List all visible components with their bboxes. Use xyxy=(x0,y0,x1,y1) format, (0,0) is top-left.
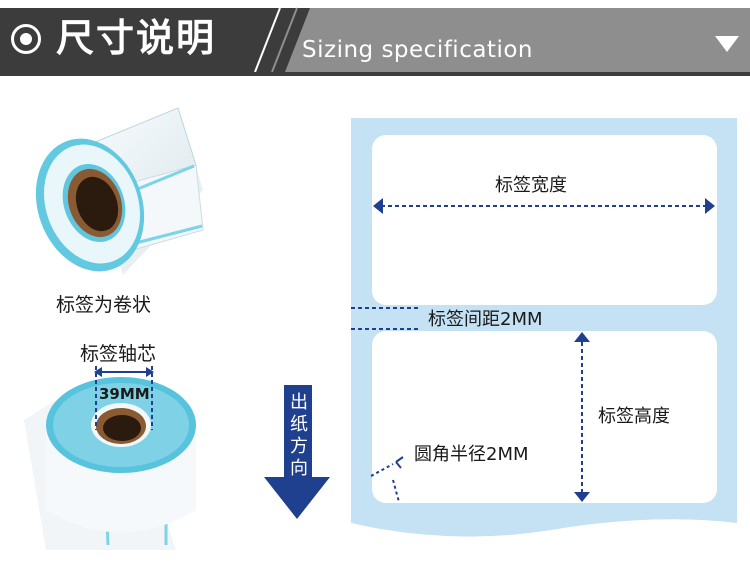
roll-caption: 标签为卷状 xyxy=(56,294,152,316)
label-roll-image xyxy=(35,107,204,275)
corner-radius-text: 圆角半径2MM xyxy=(414,444,529,465)
core-caption: 标签轴芯 xyxy=(80,343,157,365)
page-subtitle: Sizing specification xyxy=(302,37,533,63)
triangle-down-icon[interactable] xyxy=(715,36,739,52)
feed-direction-arrow-icon xyxy=(264,385,330,519)
label-gap-text: 标签间距2MM xyxy=(428,309,543,330)
header-banner: 尺寸说明 Sizing specification xyxy=(0,0,750,76)
feed-direction-label: 出 纸 方 向 xyxy=(290,392,308,479)
page-title: 尺寸说明 xyxy=(56,16,217,60)
label-strip-diagram xyxy=(351,118,737,537)
label-height-text: 标签高度 xyxy=(598,406,670,427)
label-width-text: 标签宽度 xyxy=(495,175,567,196)
target-circle-icon xyxy=(11,24,41,54)
core-size: 39MM xyxy=(99,385,150,403)
header-background xyxy=(0,0,750,76)
label-core-image xyxy=(24,366,196,550)
